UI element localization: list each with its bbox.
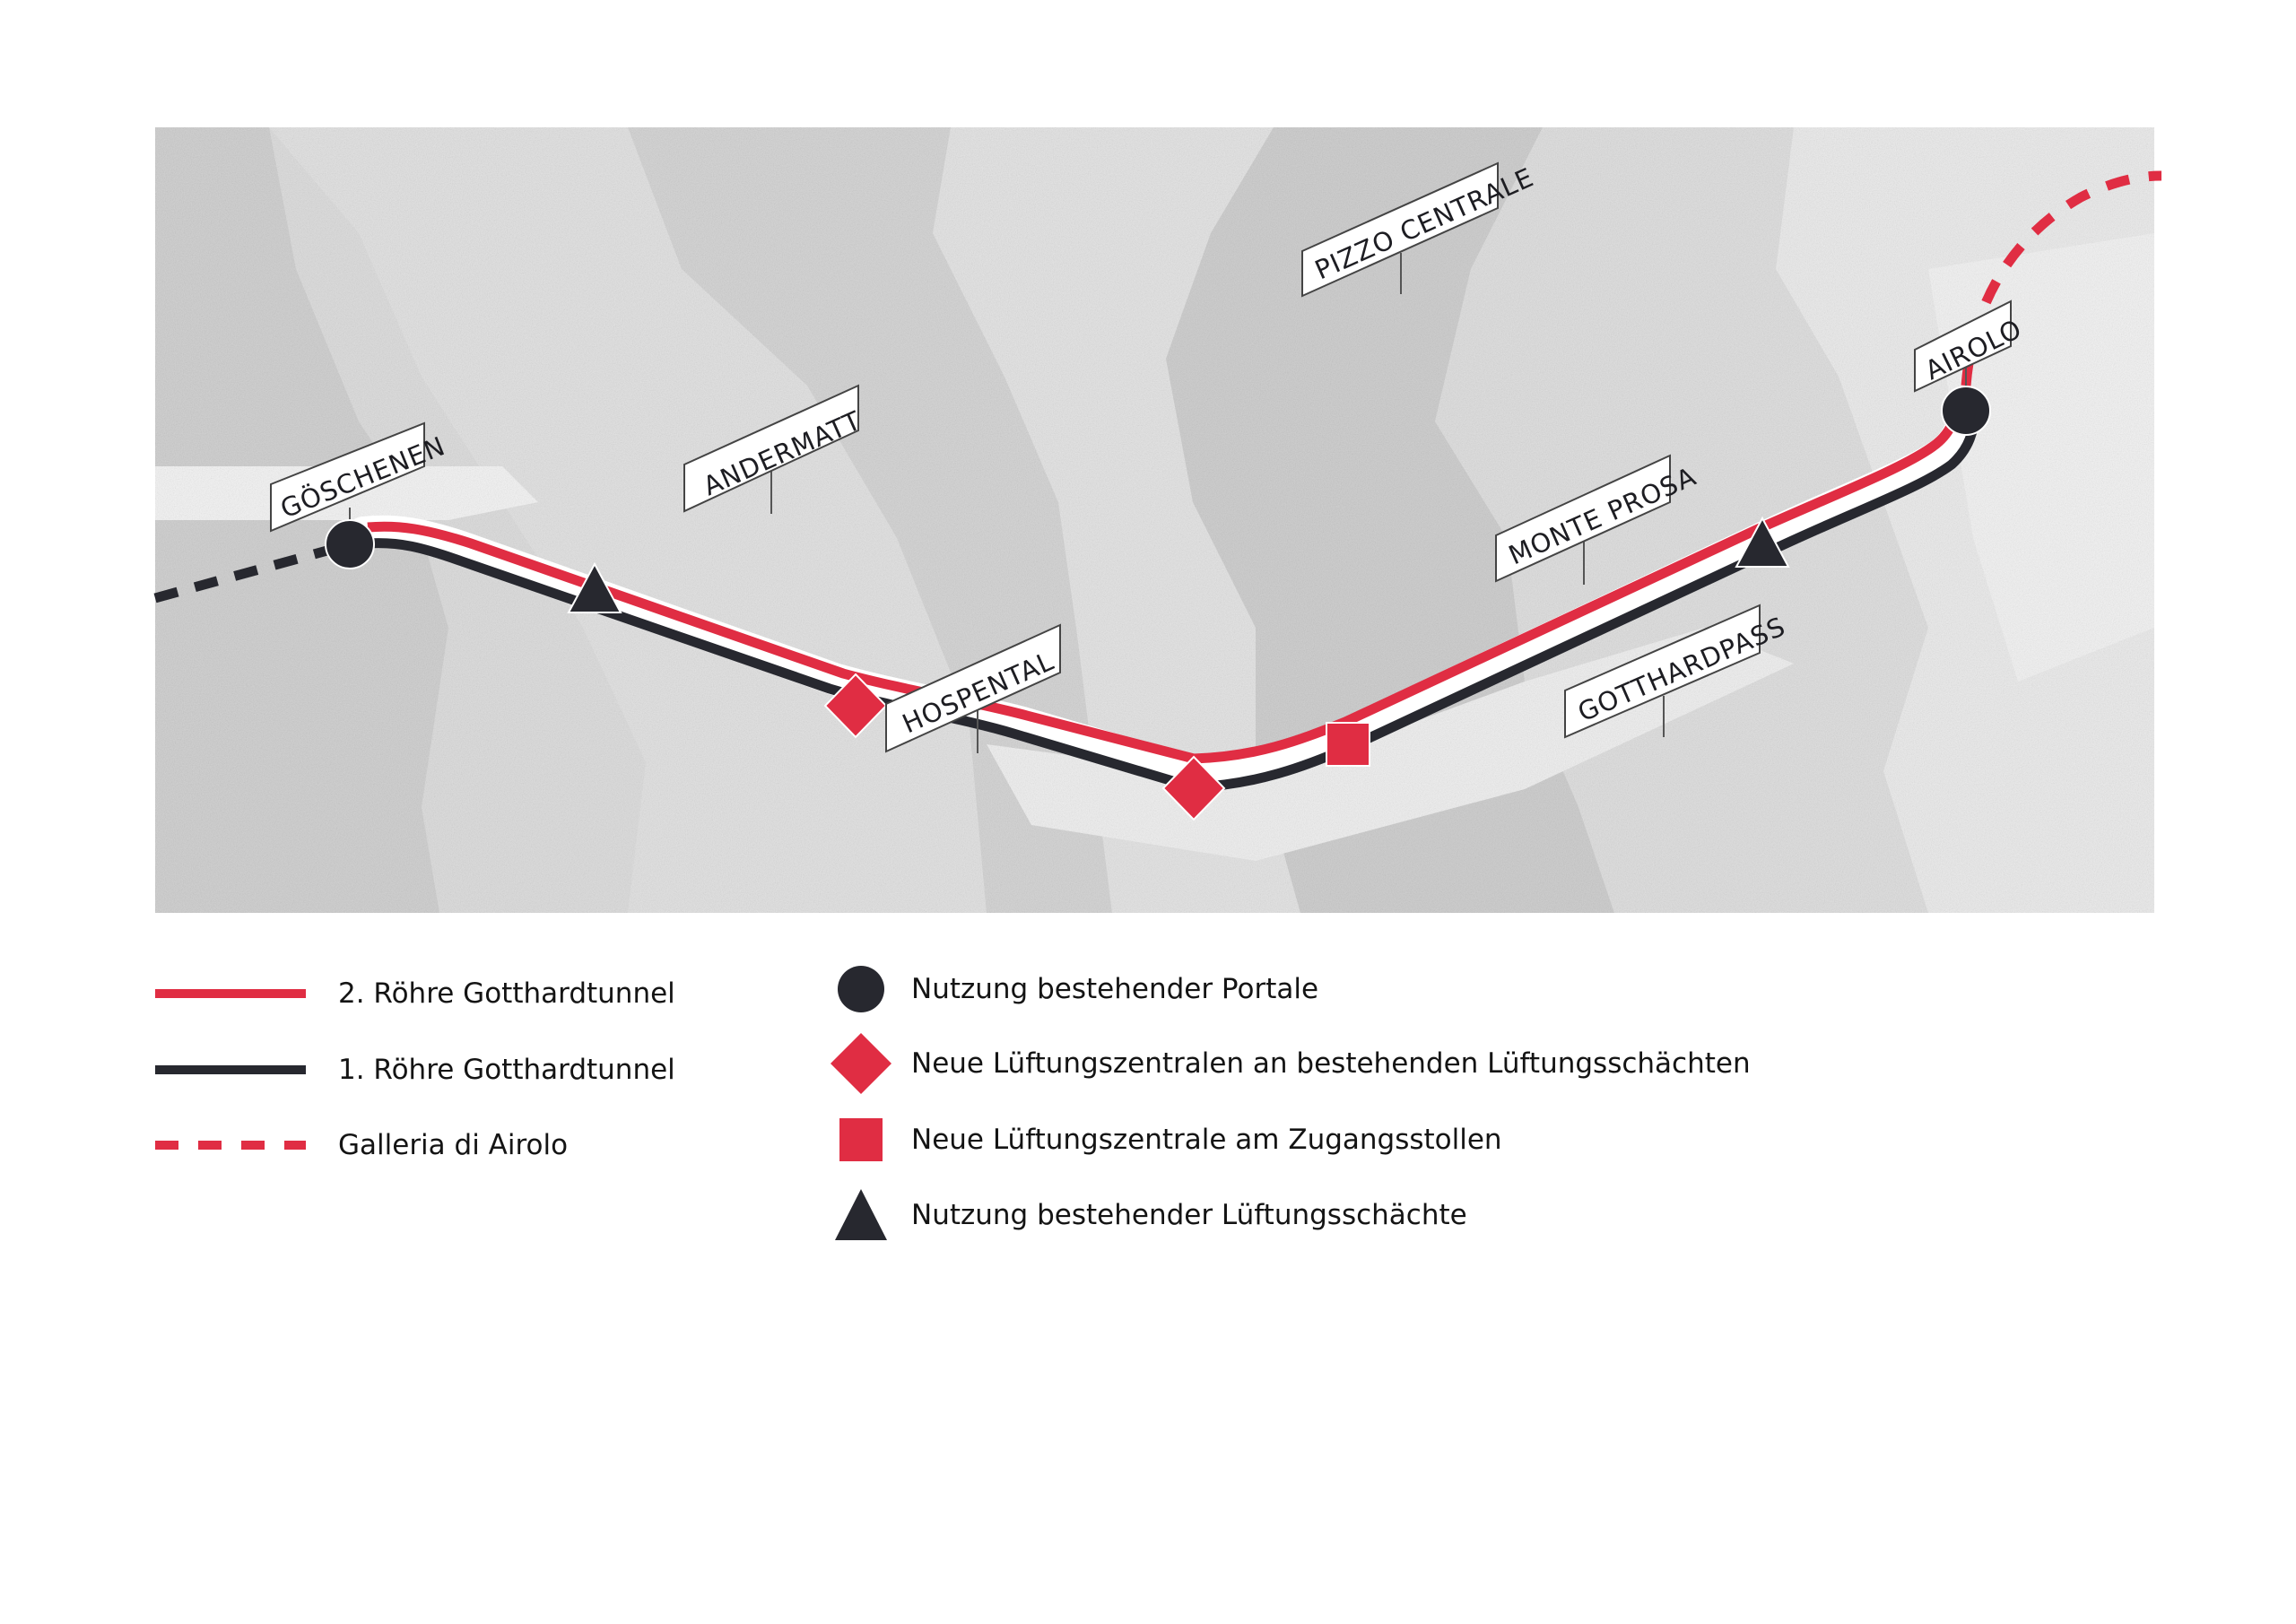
legend-swatch-tube-1 <box>155 1065 306 1074</box>
legend-item-zugangsstollen: Neue Lüftungszentrale am Zugangsstollen <box>911 1122 1502 1158</box>
tube-2-red-line <box>367 405 1962 764</box>
circle-icon <box>838 966 884 1012</box>
triangle-icon <box>835 1189 887 1240</box>
legend-label-tube-1: 1. Röhre Gotthardtunnel <box>338 1054 675 1086</box>
tunnel-casing <box>347 395 1982 790</box>
legend-label-portale: Nutzung bestehender Portale <box>911 973 1319 1005</box>
legend-item-tube-1: 1. Röhre Gotthardtunnel <box>338 1052 675 1088</box>
legend-swatch-galleria <box>155 1141 306 1150</box>
tube-1-dark-line <box>367 412 1980 793</box>
marker-ventilation-diamond-2 <box>1161 755 1226 821</box>
legend-label-zugangsstollen: Neue Lüftungszentrale am Zugangsstollen <box>911 1124 1502 1156</box>
legend-item-portale: Nutzung bestehender Portale <box>911 971 1318 1007</box>
diamond-icon <box>831 1033 891 1094</box>
marker-ventilation-diamond-1 <box>823 673 888 739</box>
square-icon <box>839 1118 883 1161</box>
legend-item-galleria: Galleria di Airolo <box>338 1127 568 1163</box>
legend-item-lueftungsschaechte: Nutzung bestehender Lüftungsschächte <box>911 1197 1467 1233</box>
marker-access-square <box>1326 722 1370 767</box>
legend-label-galleria: Galleria di Airolo <box>338 1129 569 1161</box>
gotthard-tunnel-map: GÖSCHENEN ANDERMATT PIZZO CENTRALE MONTE… <box>153 127 2162 913</box>
marker-portal-airolo <box>1941 386 1991 436</box>
legend-label-tube-2: 2. Röhre Gotthardtunnel <box>338 977 675 1010</box>
approach-dashed-line <box>153 539 352 604</box>
terrain-background <box>155 127 2154 913</box>
legend-label-lueftungszentralen: Neue Lüftungszentralen an bestehenden Lü… <box>911 1047 1751 1080</box>
legend-item-tube-2: 2. Röhre Gotthardtunnel <box>338 976 675 1012</box>
legend-swatch-tube-2 <box>155 989 306 998</box>
marker-shaft-triangle-2 <box>1735 516 1790 568</box>
marker-portal-goeschenen <box>325 519 375 569</box>
marker-shaft-triangle-1 <box>567 561 622 613</box>
legend-item-lueftungszentralen: Neue Lüftungszentralen an bestehenden Lü… <box>911 1046 1751 1081</box>
legend-label-lueftungsschaechte: Nutzung bestehender Lüftungsschächte <box>911 1199 1467 1231</box>
